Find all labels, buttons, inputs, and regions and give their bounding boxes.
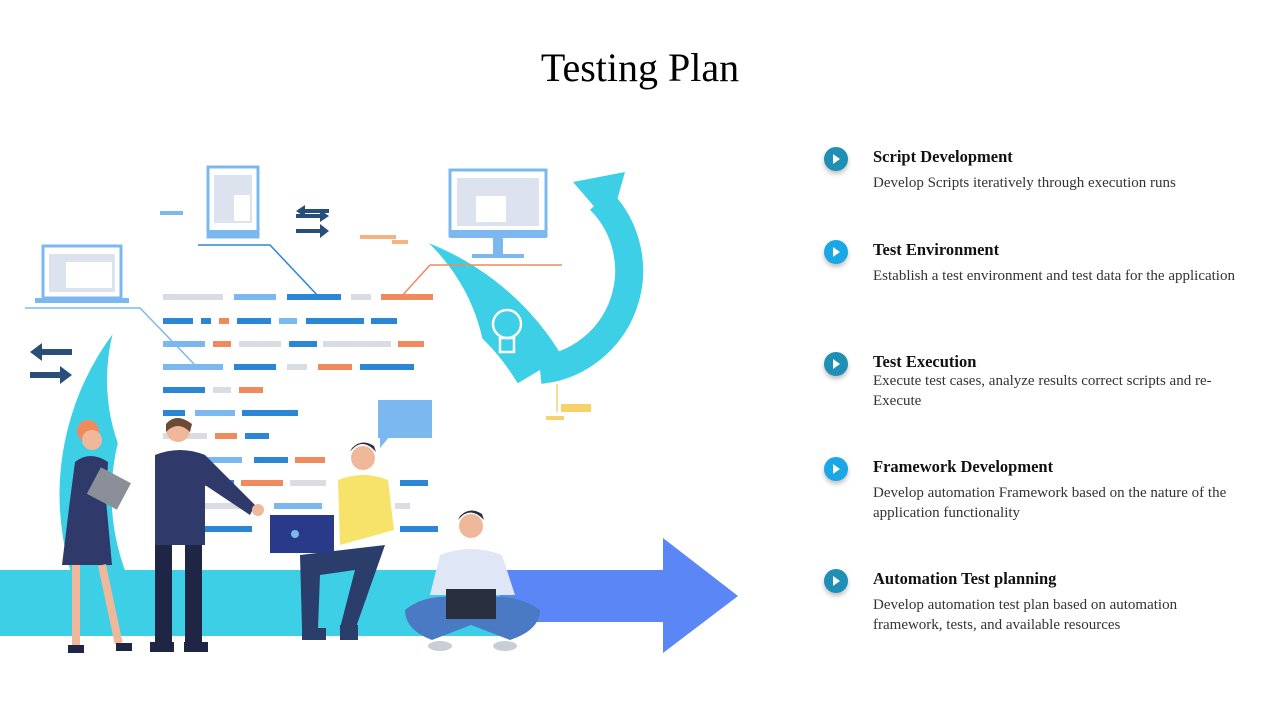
document-icon <box>206 165 260 239</box>
step-title: Script Development <box>873 147 1013 166</box>
step-description: Establish a test environment and test da… <box>873 268 1235 284</box>
big-arrow-head <box>663 538 738 653</box>
step-description: Develop Scripts iteratively through exec… <box>873 175 1176 191</box>
step-description: Develop automation Framework based on th… <box>873 485 1227 521</box>
swap-arrows-icon <box>296 205 329 238</box>
woman-with-tablet <box>62 420 132 653</box>
step-description: Develop automation test plan based on au… <box>873 597 1178 633</box>
play-bullet-icon <box>824 457 848 481</box>
man-with-laptop-yellow <box>270 442 394 640</box>
team-testing-illustration <box>0 165 738 653</box>
step-title: Framework Development <box>873 457 1054 476</box>
step-title: Automation Test planning <box>873 569 1057 588</box>
play-bullet-icon <box>824 240 848 264</box>
laptop-icon <box>35 244 129 303</box>
man-in-suit <box>150 418 264 652</box>
man-sitting-crosslegged <box>405 510 540 651</box>
step-title: Test Environment <box>873 240 1000 259</box>
monitor-icon <box>448 168 548 258</box>
step-description: Execute test cases, analyze results corr… <box>873 373 1212 409</box>
chat-bubble-icon <box>378 400 432 448</box>
swap-arrows-icon <box>30 343 72 384</box>
lightbulb-icon <box>491 308 523 354</box>
play-bullet-icon <box>824 569 848 593</box>
step-title: Test Execution <box>873 352 977 371</box>
play-bullet-icon <box>824 147 848 171</box>
return-arrow-curve <box>538 190 644 384</box>
return-arrow-head <box>573 172 625 225</box>
slide-title: Testing Plan <box>540 45 740 90</box>
play-bullet-icon <box>824 352 848 376</box>
